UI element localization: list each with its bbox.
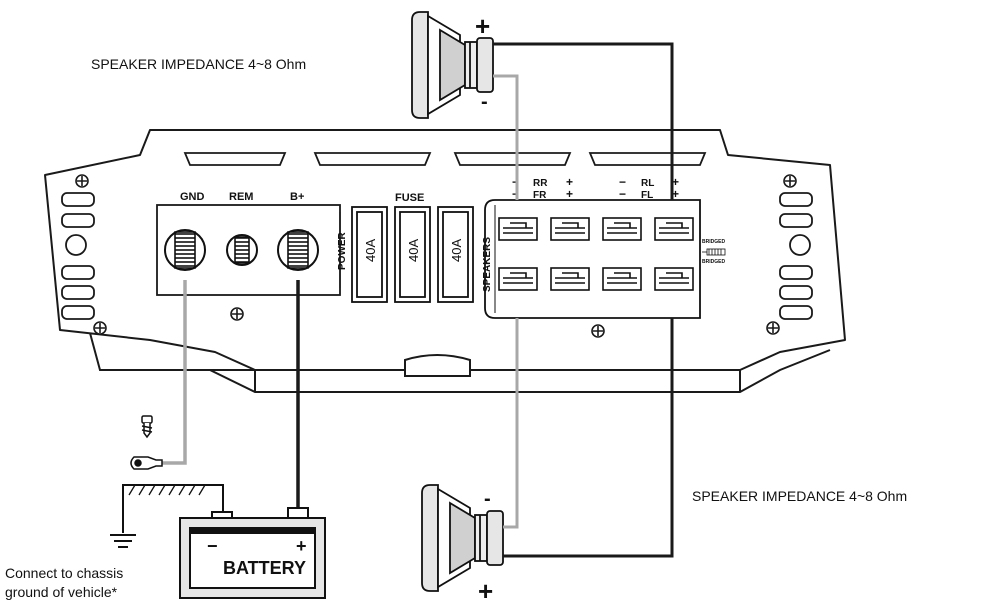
- fuse-rating-3: 40A: [449, 239, 464, 262]
- screw-icon: [783, 174, 797, 188]
- screw-icon: [75, 174, 89, 188]
- wire-ground: [162, 280, 187, 465]
- ch1-top-name: RR: [533, 178, 548, 189]
- ch1-bottom-name: FR: [533, 190, 547, 201]
- terminal-clip: [550, 267, 590, 291]
- ch2-minus-bottom: −: [619, 187, 626, 201]
- speakers-section-label: SPEAKERS: [482, 237, 493, 292]
- battery-label: BATTERY: [223, 558, 306, 578]
- fuse-rating-1: 40A: [363, 239, 378, 262]
- left-side-cutouts: [61, 192, 95, 320]
- wire-top-speaker-negative: [493, 74, 519, 200]
- screw-icon: [766, 321, 780, 335]
- power-section-label: POWER: [337, 231, 348, 270]
- terminal-screw-bplus: [277, 229, 319, 271]
- ch2-plus-top: +: [672, 175, 679, 189]
- bridged-indicator-icon: [702, 248, 726, 256]
- ground-note-line1: Connect to chassis: [5, 565, 123, 581]
- screw-icon: [93, 321, 107, 335]
- speaker-bottom-minus: -: [484, 488, 491, 510]
- chassis-ground-icon: [110, 484, 224, 548]
- fuse-holders: [351, 206, 474, 303]
- battery-icon: [179, 507, 326, 599]
- speaker-top-minus: -: [481, 91, 488, 113]
- terminal-clip: [654, 217, 694, 241]
- terminal-clip: [498, 217, 538, 241]
- bridged-label-top: BRIDGED: [702, 239, 725, 245]
- ch1-plus-top: +: [566, 175, 573, 189]
- speaker-bottom-plus: +: [478, 576, 493, 603]
- terminal-screw-rem: [226, 234, 258, 266]
- terminal-clip: [654, 267, 694, 291]
- battery-minus: −: [207, 536, 218, 556]
- terminal-clip: [550, 217, 590, 241]
- speaker-bottom-icon: [421, 484, 504, 592]
- gnd-label: GND: [180, 191, 205, 203]
- ch2-plus-bottom: +: [672, 187, 679, 201]
- impedance-note-top: SPEAKER IMPEDANCE 4~8 Ohm: [91, 56, 306, 72]
- ground-note-line2: ground of vehicle*: [5, 584, 118, 600]
- terminal-clip: [498, 267, 538, 291]
- fuse-title: FUSE: [395, 192, 424, 204]
- terminal-screw-gnd: [164, 229, 206, 271]
- terminal-clip: [602, 217, 642, 241]
- wire-bottom-speaker-negative: [503, 318, 519, 529]
- speaker-terminal-block: [484, 199, 701, 319]
- rem-label: REM: [229, 191, 253, 203]
- ch2-top-name: RL: [641, 178, 654, 189]
- ground-lug-icon: [130, 456, 163, 470]
- battery-plus: +: [296, 536, 307, 556]
- wire-top-speaker-positive: [493, 42, 674, 200]
- screw-icon: [230, 307, 244, 321]
- bridged-label-bottom: BRIDGED: [702, 259, 725, 265]
- vent-slots: [183, 152, 707, 166]
- screw-icon: [591, 324, 605, 338]
- fuse-rating-2: 40A: [406, 239, 421, 262]
- ground-screw-icon: [141, 415, 153, 439]
- wire-bottom-speaker-positive: [503, 318, 674, 558]
- mount-screw-icons: [75, 174, 797, 338]
- speaker-top-plus: +: [475, 11, 490, 41]
- ch2-bottom-name: FL: [641, 190, 653, 201]
- right-side-cutouts: [779, 192, 813, 320]
- power-terminal-block: [156, 204, 341, 296]
- wires: [162, 42, 674, 558]
- speaker-top-icon: [411, 11, 494, 119]
- impedance-note-bottom: SPEAKER IMPEDANCE 4~8 Ohm: [692, 488, 907, 504]
- terminal-clip: [602, 267, 642, 291]
- ch2-minus-top: −: [619, 175, 626, 189]
- bplus-label: B+: [290, 191, 304, 203]
- ch1-plus-bottom: +: [566, 187, 573, 201]
